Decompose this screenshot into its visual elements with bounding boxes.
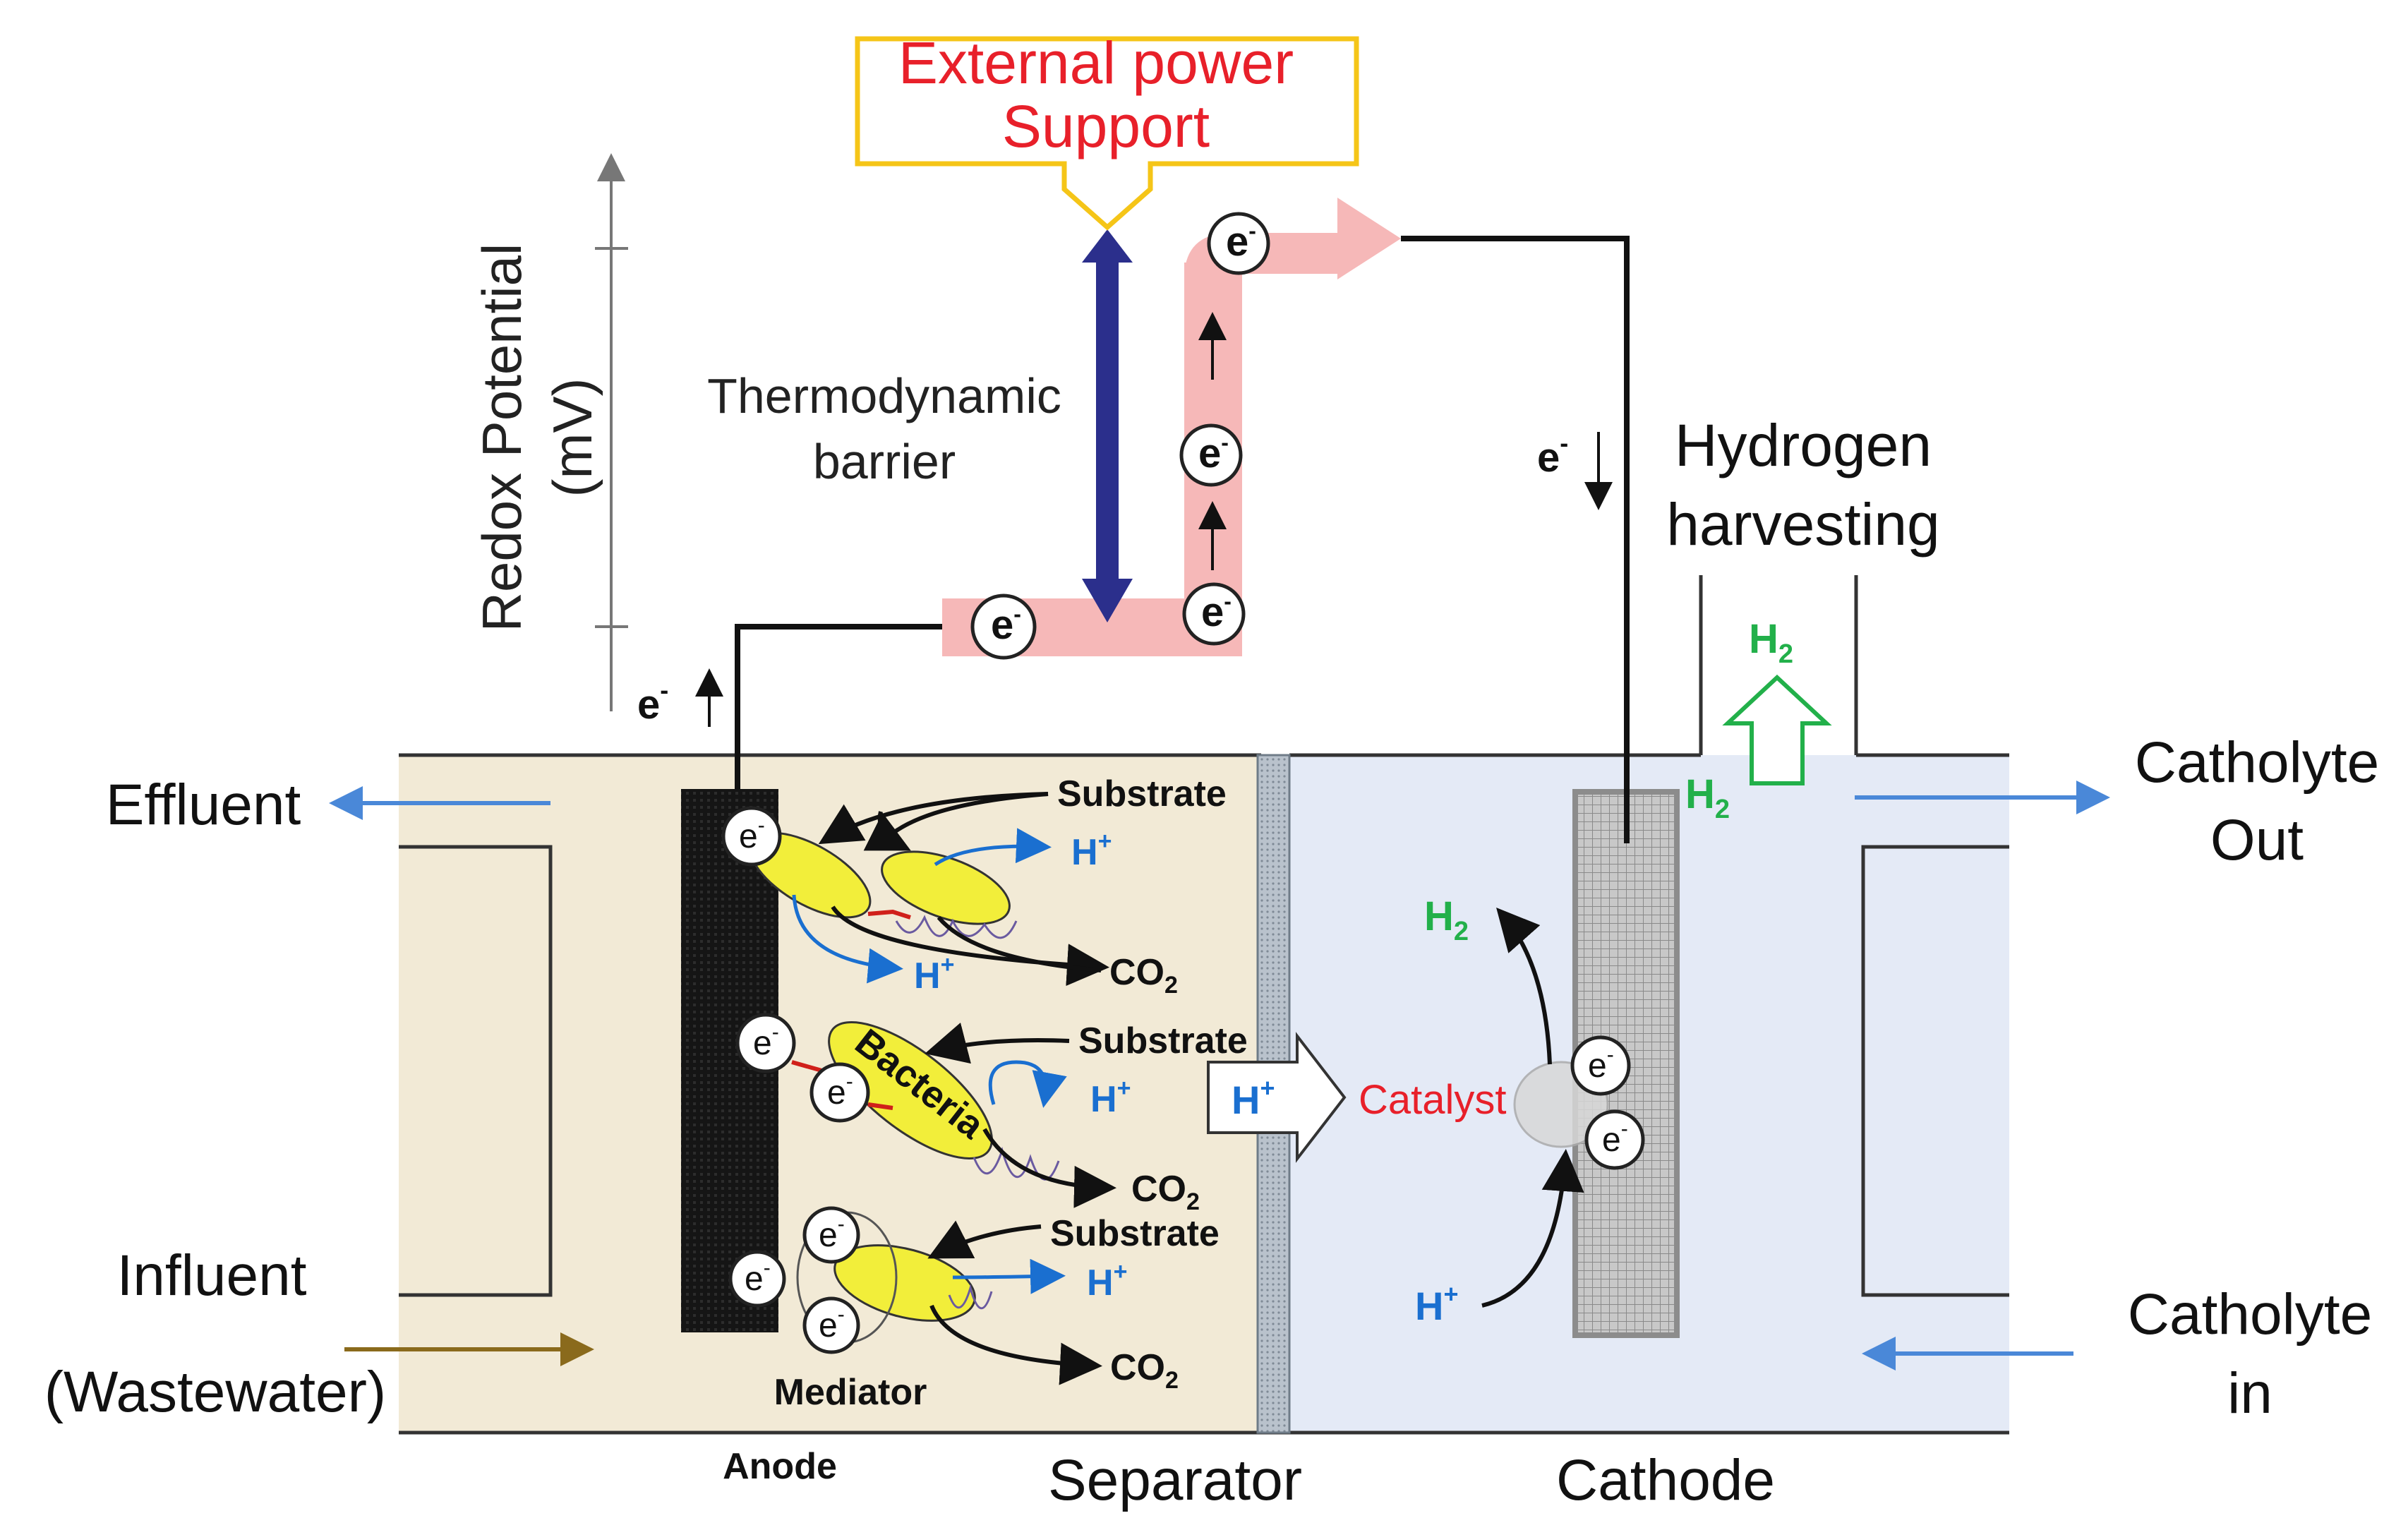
external-power-box: External power Support xyxy=(855,30,1359,231)
chamber-outline xyxy=(399,575,2009,1435)
h2-label-side: H2 xyxy=(1685,771,1730,824)
svg-text:e-: e- xyxy=(1226,218,1256,265)
wastewater-label: (Wastewater) xyxy=(44,1360,386,1424)
cathode-label: Cathode xyxy=(1556,1448,1775,1512)
cathode-electrons: e- e- xyxy=(1570,1035,1645,1170)
bacteria-group-bottom: e- e- e- xyxy=(728,1206,1102,1385)
co2-label-2: CO2 xyxy=(1131,1169,1200,1215)
electron-up-marker: e- xyxy=(637,668,723,728)
electron-path xyxy=(942,198,1401,656)
separator-label: Separator xyxy=(1048,1448,1302,1512)
mediator-label: Mediator xyxy=(774,1372,927,1413)
hydrogen-label-2: harvesting xyxy=(1666,491,1940,558)
redox-axis xyxy=(595,153,628,711)
barrier-label-1: Thermodynamic xyxy=(707,368,1061,423)
svg-text:e-: e- xyxy=(1602,1117,1628,1159)
catholyte-in-label-1: Catholyte xyxy=(2128,1282,2372,1347)
anode-label: Anode xyxy=(723,1446,837,1487)
substrate-label-3: Substrate xyxy=(1050,1213,1220,1254)
catholyte-out-label-2: Out xyxy=(2210,808,2304,872)
co2-label-3: CO2 xyxy=(1110,1347,1179,1394)
proton-transport-label: H+ xyxy=(1232,1073,1275,1122)
svg-text:e-: e- xyxy=(1588,1043,1614,1085)
svg-text:e-: e- xyxy=(819,1303,845,1344)
anode-wire xyxy=(735,624,942,789)
proton-label-2: H+ xyxy=(914,951,954,996)
proton-label-3: H+ xyxy=(1090,1075,1131,1120)
svg-text:e-: e- xyxy=(745,1256,771,1298)
svg-text:e-: e- xyxy=(637,675,668,728)
electron-circle: e- xyxy=(1179,423,1243,487)
cathode-h2-label: H2 xyxy=(1424,893,1469,946)
electron-circle: e- xyxy=(970,594,1037,660)
effluent-label: Effluent xyxy=(106,773,301,837)
substrate-label-2: Substrate xyxy=(1078,1020,1248,1061)
cathode-proton-label: H+ xyxy=(1415,1279,1458,1328)
h2-harvest-arrow xyxy=(1722,674,1832,785)
bacteria-group-middle: Bacteria e- e- xyxy=(735,1013,1116,1208)
co2-label-1: CO2 xyxy=(1109,952,1178,999)
proton-label-4: H+ xyxy=(1087,1258,1127,1303)
cathode-wire xyxy=(1401,236,1630,843)
svg-text:e-: e- xyxy=(827,1070,853,1112)
electron-circle: e- xyxy=(1182,582,1246,646)
proton-transport-arrow xyxy=(1207,1032,1347,1163)
svg-text:e-: e- xyxy=(739,814,765,855)
svg-text:e-: e- xyxy=(1537,428,1568,481)
h2-label-top: H2 xyxy=(1749,616,1793,669)
barrier-arrow xyxy=(1082,229,1133,622)
electron-down-marker: e- xyxy=(1537,428,1613,510)
bacteria-group-top: e- xyxy=(721,792,1109,987)
svg-text:e-: e- xyxy=(1198,430,1229,476)
external-power-line2: Support xyxy=(1002,93,1210,159)
svg-text:e-: e- xyxy=(753,1020,779,1062)
catalyst-label: Catalyst xyxy=(1359,1077,1507,1123)
proton-label-1: H+ xyxy=(1071,828,1112,873)
substrate-label-1: Substrate xyxy=(1057,773,1227,814)
redox-axis-label-2: (mV) xyxy=(541,378,603,498)
electron-circle: e- xyxy=(1207,212,1270,275)
external-power-line1: External power xyxy=(898,30,1294,96)
catalyst-to-h2-arrow xyxy=(1496,908,1552,1065)
svg-text:e-: e- xyxy=(1201,589,1232,635)
proton-to-catalyst-arrow xyxy=(1481,1149,1584,1308)
svg-text:e-: e- xyxy=(991,601,1021,648)
catholyte-in-label-2: in xyxy=(2227,1361,2272,1426)
svg-text:e-: e- xyxy=(819,1212,845,1254)
barrier-label-2: barrier xyxy=(813,434,956,489)
influent-label: Influent xyxy=(117,1243,307,1308)
catholyte-out-label-1: Catholyte xyxy=(2135,730,2379,795)
hydrogen-label-1: Hydrogen xyxy=(1675,412,1932,478)
redox-axis-label-1: Redox Potential xyxy=(471,243,533,632)
